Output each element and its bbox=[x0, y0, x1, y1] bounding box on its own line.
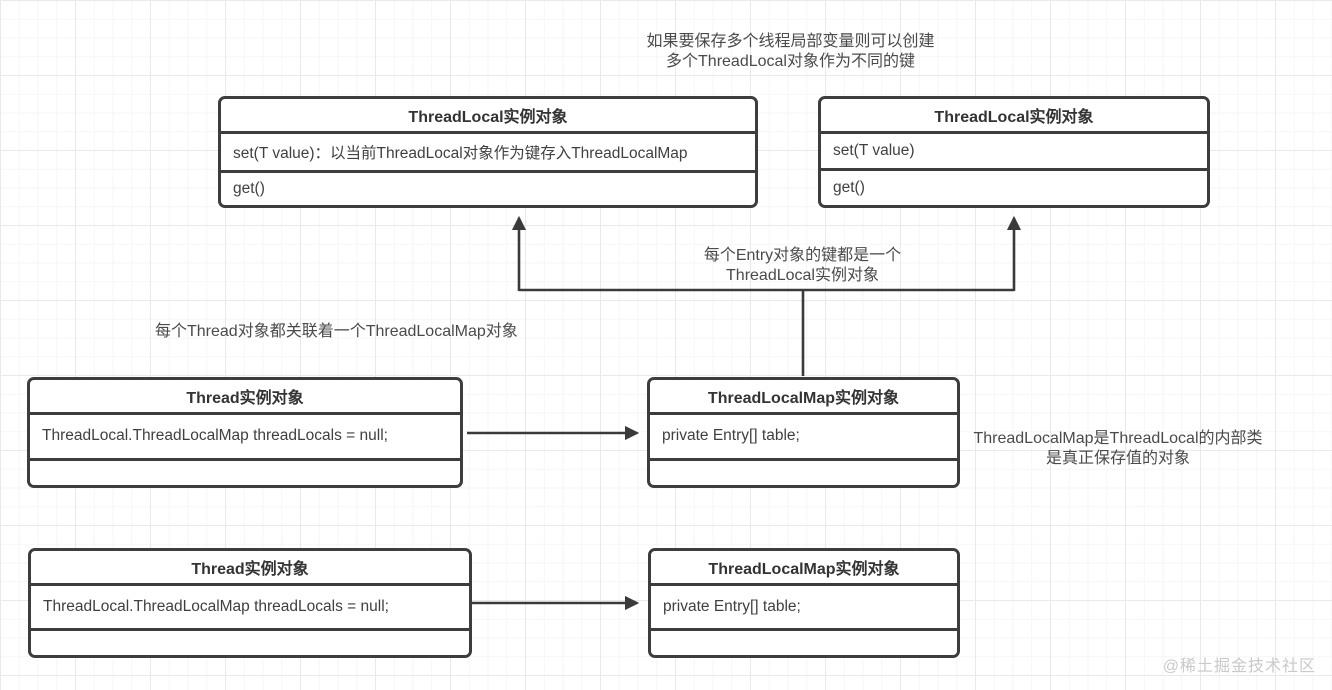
class-box-threadlocalmap-mid: ThreadLocalMap实例对象 private Entry[] table… bbox=[647, 377, 960, 488]
class-member-empty bbox=[30, 461, 460, 486]
class-box-threadlocal-left: ThreadLocal实例对象 set(T value)：以当前ThreadLo… bbox=[218, 96, 758, 208]
class-box-thread-mid: Thread实例对象 ThreadLocal.ThreadLocalMap th… bbox=[27, 377, 463, 488]
note-thread-association: 每个Thread对象都关联着一个ThreadLocalMap对象 bbox=[155, 322, 518, 342]
note-line: 是真正保存值的对象 bbox=[1045, 450, 1190, 467]
note-entry-key: 每个Entry对象的键都是一个 ThreadLocal实例对象 bbox=[645, 246, 960, 286]
class-box-threadlocalmap-bottom: ThreadLocalMap实例对象 private Entry[] table… bbox=[648, 548, 960, 658]
class-member-set: set(T value)：以当前ThreadLocal对象作为键存入Thread… bbox=[221, 134, 755, 173]
class-title: ThreadLocalMap实例对象 bbox=[651, 551, 957, 586]
class-member-table: private Entry[] table; bbox=[650, 415, 957, 461]
class-title: ThreadLocal实例对象 bbox=[221, 99, 755, 134]
note-line: ThreadLocal实例对象 bbox=[726, 267, 879, 284]
class-title: ThreadLocal实例对象 bbox=[821, 99, 1207, 134]
note-multiple-threadlocals: 如果要保存多个线程局部变量则可以创建 多个ThreadLocal对象作为不同的键 bbox=[633, 32, 948, 72]
note-line: 每个Thread对象都关联着一个ThreadLocalMap对象 bbox=[155, 323, 518, 340]
class-box-thread-bottom: Thread实例对象 ThreadLocal.ThreadLocalMap th… bbox=[28, 548, 472, 658]
class-member-empty bbox=[651, 631, 957, 655]
class-member-empty bbox=[31, 631, 469, 655]
note-line: 多个ThreadLocal对象作为不同的键 bbox=[666, 53, 915, 70]
juejin-watermark: @稀土掘金技术社区 bbox=[1162, 658, 1316, 675]
note-line: 每个Entry对象的键都是一个 bbox=[703, 247, 902, 264]
class-member-table: private Entry[] table; bbox=[651, 586, 957, 631]
note-line: ThreadLocalMap是ThreadLocal的内部类 bbox=[973, 430, 1263, 447]
class-member-get: get() bbox=[833, 179, 865, 196]
class-member-set: set(T value) bbox=[821, 134, 1207, 171]
note-line: 如果要保存多个线程局部变量则可以创建 bbox=[646, 33, 935, 50]
class-title: Thread实例对象 bbox=[30, 380, 460, 415]
class-title: Thread实例对象 bbox=[31, 551, 469, 586]
class-member-empty bbox=[650, 461, 957, 486]
class-member-get: get() bbox=[233, 180, 265, 197]
class-title: ThreadLocalMap实例对象 bbox=[650, 380, 957, 415]
class-member-threadlocals: ThreadLocal.ThreadLocalMap threadLocals … bbox=[31, 586, 469, 631]
class-member-threadlocals: ThreadLocal.ThreadLocalMap threadLocals … bbox=[30, 415, 460, 461]
note-tlm-inner-class: ThreadLocalMap是ThreadLocal的内部类 是真正保存值的对象 bbox=[962, 429, 1274, 469]
class-box-threadlocal-right: ThreadLocal实例对象 set(T value) get() bbox=[818, 96, 1210, 208]
